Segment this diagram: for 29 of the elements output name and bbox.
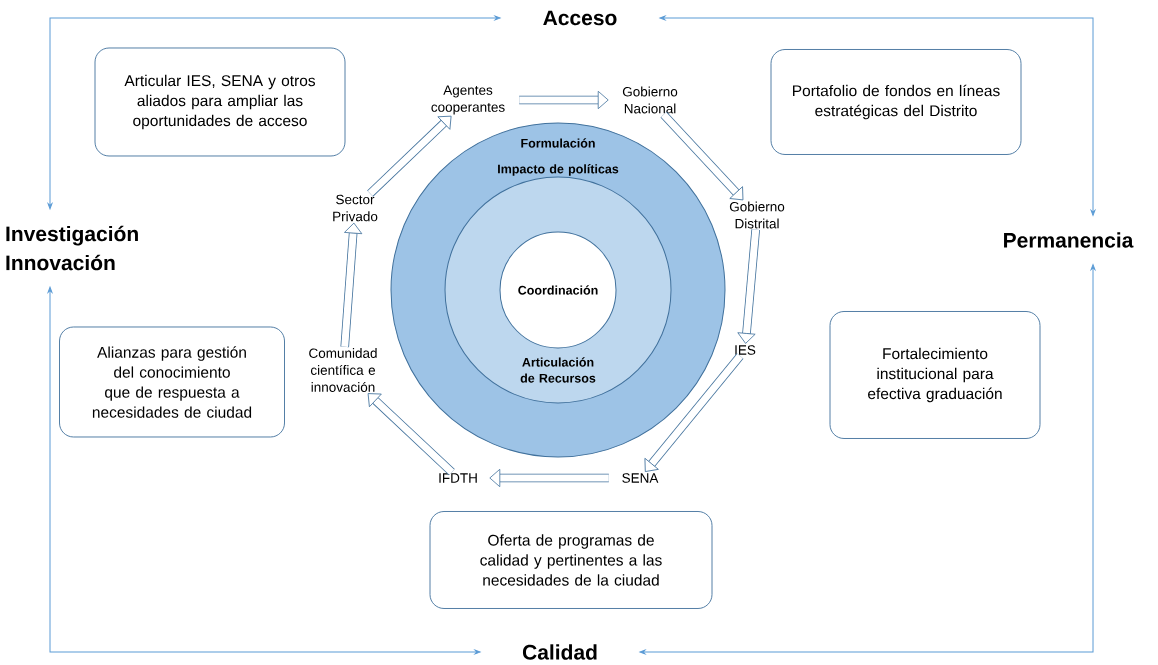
heading: Investigación Innovación bbox=[6, 225, 138, 271]
arrow bbox=[47, 286, 481, 655]
text-box: Articular IES, SENA y otros aliados para ampliar las oportunidades de acceso bbox=[94, 47, 346, 157]
label: Sector Privado bbox=[333, 194, 378, 222]
heading: Acceso bbox=[543, 10, 617, 26]
heading: Calidad bbox=[522, 644, 597, 660]
arrow bbox=[367, 393, 455, 476]
heading: Permanencia bbox=[1004, 232, 1134, 248]
label: Comunidad científica e innovación bbox=[309, 348, 377, 392]
arrow bbox=[47, 15, 501, 210]
label: IFDTH bbox=[439, 473, 477, 483]
label: Agentes cooperantes bbox=[431, 85, 505, 115]
arrow bbox=[659, 15, 1096, 216]
arrow bbox=[639, 264, 1096, 655]
text-box: Oferta de programas de calidad y pertinentes a las necesidades de la ciudad bbox=[429, 511, 713, 609]
arrow bbox=[367, 115, 452, 197]
label: Gobierno Distrital bbox=[729, 201, 785, 229]
text-box: Fortalecimiento institucional para efectiva graduación bbox=[829, 311, 1041, 439]
label: SENA bbox=[622, 473, 659, 483]
arrow bbox=[340, 222, 363, 348]
arrow bbox=[489, 468, 609, 488]
arrow bbox=[519, 90, 609, 110]
label: IES bbox=[735, 345, 756, 355]
label: Gobierno Nacional bbox=[622, 86, 678, 114]
arrow bbox=[644, 353, 744, 472]
text-box: Alianzas para gestión del conocimiento que de respuesta a necesidades de ciudad bbox=[59, 326, 285, 438]
arrow bbox=[660, 111, 744, 201]
arrow bbox=[737, 229, 760, 344]
text-box: Portafolio de fondos en líneas estratégicas del Distrito bbox=[770, 49, 1022, 155]
